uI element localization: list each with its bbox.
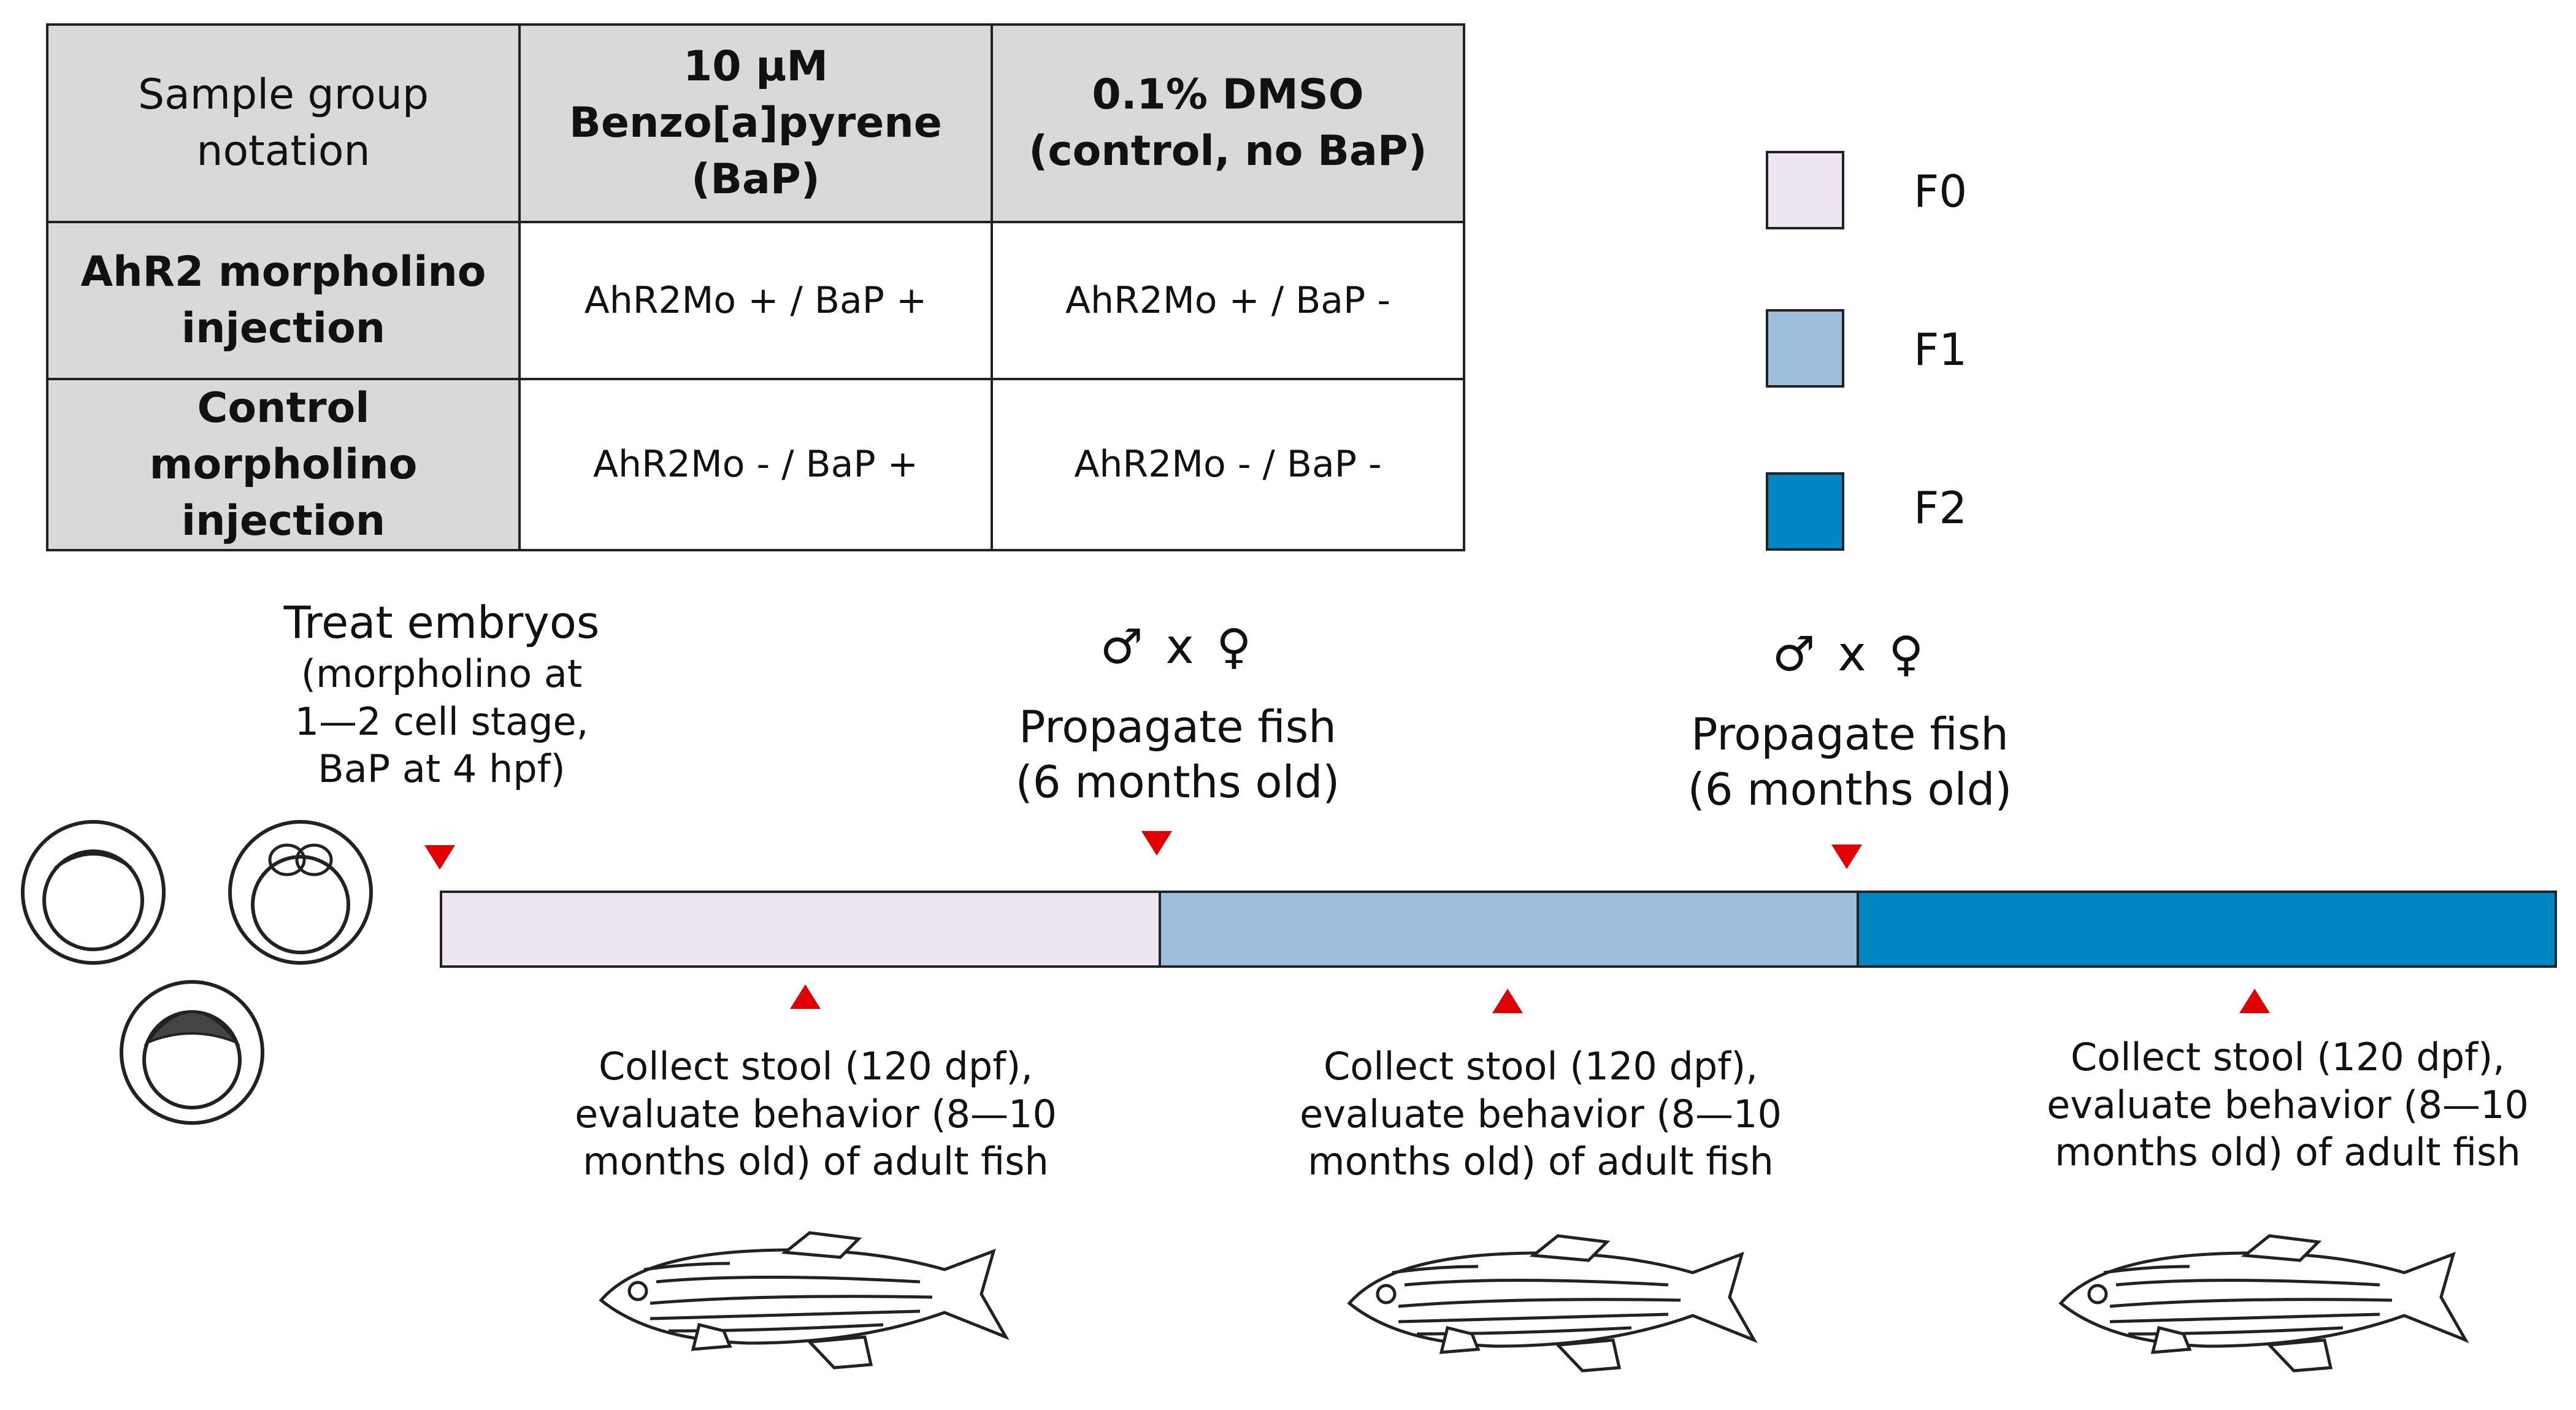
- marker-down-treat: [424, 845, 455, 870]
- zebrafish-icon: [599, 1231, 1010, 1370]
- timeline-bar-f1: [1159, 891, 1859, 968]
- collect-note-1: Collect stool (120 dpf), evaluate behavi…: [570, 1043, 1061, 1186]
- note-line: Propagate fish: [1019, 701, 1336, 753]
- legend-swatch-f1: [1766, 309, 1844, 388]
- marker-down-propagate-2: [1831, 845, 1862, 869]
- cell-control-dmso: AhR2Mo - / BaP -: [991, 377, 1465, 552]
- note-line: evaluate behavior (8—10: [575, 1091, 1057, 1136]
- table-row: AhR2 morpholino injection AhR2Mo + / BaP…: [46, 221, 1465, 380]
- embryo-icon-3: [120, 980, 264, 1125]
- note-line: (morpholino at: [301, 651, 583, 696]
- cell-control-bap: AhR2Mo - / BaP +: [518, 377, 993, 552]
- note-line: Collect stool (120 dpf),: [1323, 1044, 1758, 1089]
- marker-up-collect-2: [1492, 989, 1523, 1013]
- note-line: Treat embryos: [283, 597, 600, 648]
- cell-ahr2-dmso: AhR2Mo + / BaP -: [991, 221, 1465, 380]
- row-label-line: injection: [181, 496, 386, 545]
- cross-symbol-1: ♂ x ♀: [1100, 619, 1255, 675]
- table-header-notation: Sample group notation: [46, 23, 521, 223]
- embryo-icon-2: [228, 820, 373, 965]
- header-line: Benzo[a]pyrene: [569, 99, 942, 148]
- sample-group-table: Sample group notation 10 μM Benzo[a]pyre…: [46, 23, 1465, 552]
- table-header-bap: 10 μM Benzo[a]pyrene (BaP): [518, 23, 993, 223]
- marker-up-collect-3: [2239, 989, 2270, 1013]
- legend-label-f1: F1: [1914, 324, 1968, 375]
- note-line: months old) of adult fish: [1308, 1139, 1774, 1184]
- cell-ahr2-bap: AhR2Mo + / BaP +: [518, 221, 993, 380]
- table-header-dmso: 0.1% DMSO (control, no BaP): [991, 23, 1465, 223]
- note-line: Propagate fish: [1691, 708, 2009, 760]
- note-line: Collect stool (120 dpf),: [598, 1044, 1033, 1089]
- note-line: evaluate behavior (8—10: [2047, 1082, 2529, 1127]
- marker-down-propagate-1: [1141, 831, 1172, 856]
- note-line: months old) of adult fish: [583, 1139, 1049, 1184]
- header-line: 10 μM: [683, 42, 828, 91]
- table-row: Control morpholino injection AhR2Mo - / …: [46, 377, 1465, 552]
- note-line: (6 months old): [1015, 756, 1340, 808]
- note-line: (6 months old): [1687, 764, 2012, 815]
- timeline-bar-f0: [440, 891, 1161, 968]
- row-label-line: Control morpholino: [149, 384, 418, 489]
- row-label-ahr2: AhR2 morpholino injection: [46, 221, 521, 380]
- row-label-line: injection: [181, 304, 386, 353]
- table-header-row: Sample group notation 10 μM Benzo[a]pyre…: [46, 23, 1465, 223]
- note-line: months old) of adult fish: [2055, 1130, 2521, 1174]
- timeline-bar-f2: [1857, 891, 2557, 968]
- collect-note-2: Collect stool (120 dpf), evaluate behavi…: [1295, 1043, 1786, 1186]
- header-line: (BaP): [691, 155, 820, 204]
- legend-label-f2: F2: [1914, 482, 1968, 534]
- note-line: Collect stool (120 dpf),: [2070, 1035, 2505, 1079]
- marker-up-collect-1: [790, 984, 821, 1009]
- note-line: evaluate behavior (8—10: [1300, 1091, 1782, 1136]
- legend-swatch-f0: [1766, 151, 1844, 229]
- header-line: Sample group: [137, 71, 429, 120]
- legend-swatch-f2: [1766, 472, 1844, 551]
- cross-symbol-2: ♂ x ♀: [1772, 627, 1928, 682]
- propagate-note-2: Propagate fish (6 months old): [1660, 707, 2040, 817]
- row-label-control: Control morpholino injection: [46, 377, 521, 552]
- note-line: BaP at 4 hpf): [318, 746, 565, 791]
- collect-note-3: Collect stool (120 dpf), evaluate behavi…: [2042, 1033, 2533, 1176]
- zebrafish-icon: [2058, 1234, 2469, 1373]
- header-line: 0.1% DMSO: [1092, 71, 1364, 120]
- embryo-icon-1: [21, 820, 166, 965]
- legend-label-f0: F0: [1914, 166, 1968, 217]
- header-line: (control, no BaP): [1029, 127, 1427, 175]
- row-label-line: AhR2 morpholino: [80, 248, 486, 297]
- note-line: 1—2 cell stage,: [294, 699, 589, 744]
- header-line: notation: [196, 127, 370, 175]
- treat-embryos-note: Treat embryos (morpholino at 1—2 cell st…: [270, 595, 613, 793]
- propagate-note-1: Propagate fish (6 months old): [987, 699, 1368, 810]
- zebrafish-icon: [1347, 1234, 1758, 1373]
